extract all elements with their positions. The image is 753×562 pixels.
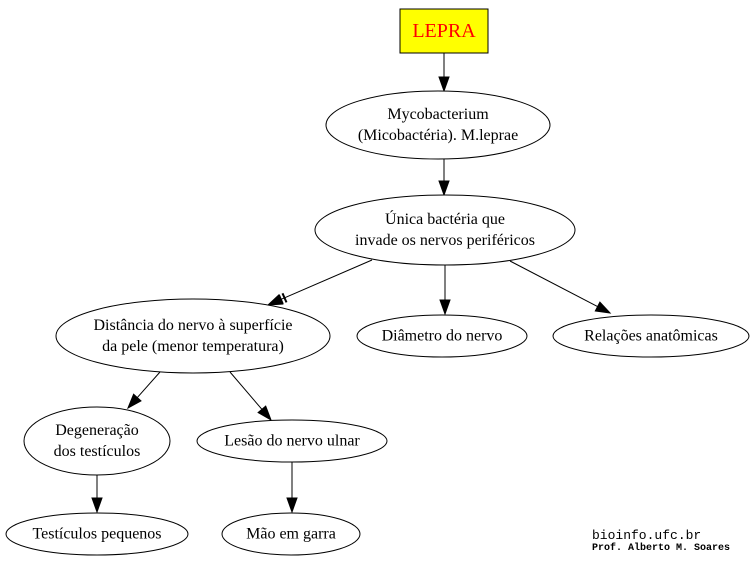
node-lesao: Lesão do nervo ulnar — [196, 419, 388, 463]
node-ellipse — [314, 194, 576, 266]
node-ellipse — [23, 406, 171, 476]
node-label-line: Testículos pequenos — [32, 526, 161, 543]
node-mycobacterium: Mycobacterium (Micobactéria). M.leprae — [325, 90, 551, 160]
edge-unica-relacoes — [509, 260, 612, 314]
node-distancia: Distância do nervo à superfície da pele (… — [55, 298, 331, 374]
edge-unica-diametro — [439, 265, 451, 316]
edge-line — [229, 371, 263, 410]
edge-distancia-lesao — [229, 371, 272, 422]
node-mao: Mão em garra — [221, 512, 361, 556]
node-label-line: dos testículos — [54, 443, 141, 460]
node-label-line: Distância do nervo à superfície — [93, 317, 292, 334]
edge-mycobacterium-unica — [438, 159, 450, 197]
node-label-line: Lesão do nervo ulnar — [224, 433, 360, 450]
node-ellipse — [325, 90, 551, 160]
node-label-line: Relações anatômicas — [584, 328, 718, 345]
edge-line — [136, 371, 161, 398]
edge-tick-mark — [281, 292, 288, 303]
arrowhead — [91, 497, 103, 514]
node-ellipse — [196, 419, 388, 463]
arrowhead — [257, 405, 272, 422]
edge-unica-distancia — [266, 259, 373, 306]
edge-line — [509, 260, 598, 307]
node-ellipse — [5, 512, 189, 556]
arrowhead — [594, 301, 612, 314]
credit-author: Prof. Alberto M. Soares — [592, 543, 731, 554]
node-ellipse — [55, 298, 331, 374]
arrowhead — [438, 180, 450, 197]
node-ellipse — [552, 314, 750, 358]
credit-site: bioinfo.ufc.br — [592, 528, 702, 543]
edge-distancia-degeneracao — [127, 371, 161, 410]
node-label-line: Diâmetro do nervo — [382, 328, 503, 345]
node-diametro: Diâmetro do nervo — [356, 314, 528, 358]
node-label-line: invade os nervos periféricos — [355, 232, 535, 249]
edge-tick-mark — [277, 294, 284, 305]
node-ellipse — [356, 314, 528, 358]
node-degeneracao: Degeneração dos testículos — [23, 406, 171, 476]
node-title: LEPRA — [399, 8, 489, 54]
edges-layer — [91, 53, 612, 514]
arrowhead — [286, 497, 298, 514]
node-relacoes: Relações anatômicas — [552, 314, 750, 358]
node-ellipse — [221, 512, 361, 556]
edge-degeneracao-testiculos — [91, 475, 103, 514]
edge-title-mycobacterium — [438, 53, 450, 93]
edge-lesao-mao — [286, 462, 298, 514]
title-box — [399, 8, 489, 54]
edge-line — [280, 259, 373, 300]
node-testiculos: Testículos pequenos — [5, 512, 189, 556]
node-label-line: LEPRA — [412, 20, 476, 42]
arrowhead — [439, 299, 451, 316]
nodes-layer: LEPRA Mycobacterium (Micobactéria). M.lepr… — [5, 8, 750, 556]
node-label-line: da pele (menor temperatura) — [102, 338, 284, 355]
node-label-line: Degeneração — [55, 422, 139, 439]
node-label-line: Mão em garra — [246, 526, 336, 543]
node-label-line: (Micobactéria). M.leprae — [358, 127, 518, 144]
node-unica: Única bactéria que invade os nervos perif… — [314, 194, 576, 266]
arrowhead — [438, 76, 450, 93]
arrowhead — [127, 393, 142, 410]
node-label-line: Mycobacterium — [387, 106, 489, 123]
node-label-line: Única bactéria que — [385, 209, 505, 228]
